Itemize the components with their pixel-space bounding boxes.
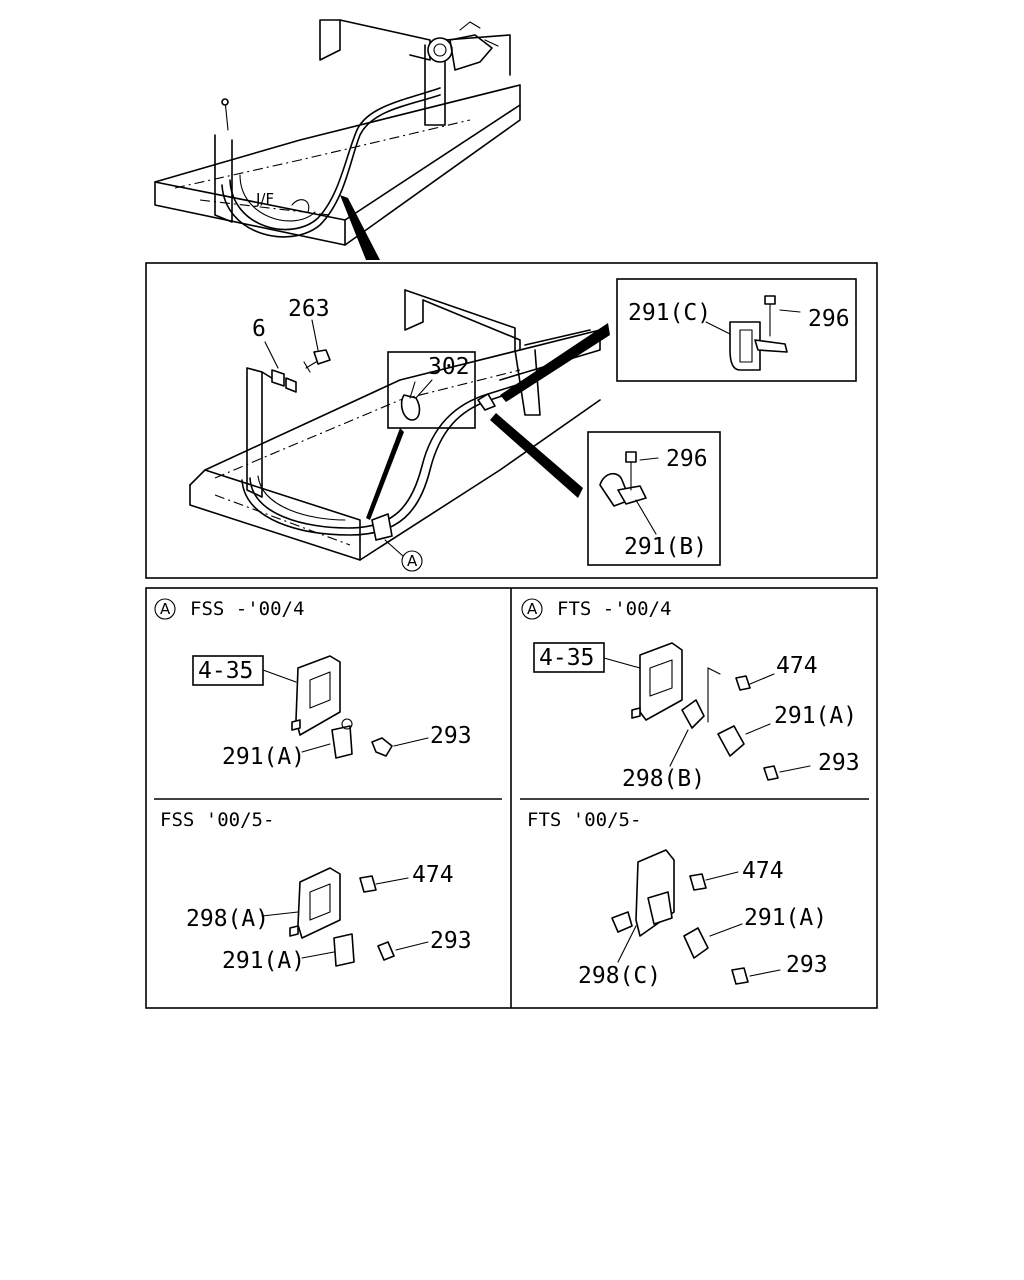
callout-a-letter: A: [407, 552, 418, 570]
label-263: 263: [288, 296, 330, 322]
marker-a-letter: A: [527, 600, 538, 618]
inset-291b: [587, 431, 721, 566]
overview-chassis-sketch: J/F: [154, 19, 521, 260]
label-291a: 291(A): [222, 948, 305, 974]
label-291a: 291(A): [774, 703, 857, 729]
clip-302: [400, 379, 433, 421]
label-291a: 291(A): [744, 905, 827, 931]
marker-a-letter: A: [160, 600, 171, 618]
label-291a: 291(A): [222, 744, 305, 770]
label-291b: 291(B): [624, 534, 707, 560]
ref-box-label: 4-35: [539, 645, 594, 671]
label-298c: 298(C): [578, 963, 661, 989]
label-293: 293: [818, 750, 860, 776]
label-293: 293: [430, 723, 472, 749]
clamp-291c: [705, 295, 801, 371]
label-296-top: 296: [808, 306, 850, 332]
ref-box-label: 4-35: [198, 658, 253, 684]
label-293: 293: [430, 928, 472, 954]
detail-panel: [145, 262, 878, 579]
label-298a: 298(A): [186, 906, 269, 932]
inset-302: [387, 351, 476, 429]
label-6: 6: [252, 316, 266, 342]
label-296-mid: 296: [666, 446, 708, 472]
panel-header-fss-late: FSS '00/5-: [160, 809, 274, 831]
fts-early-bracket: [603, 642, 811, 781]
detail-chassis-sketch: [189, 289, 610, 561]
svg-text:J/F: J/F: [255, 190, 274, 208]
circle-a-marker: [521, 598, 543, 620]
fss-early-bracket: [262, 655, 429, 759]
panel-header-fts-early: FTS -'00/4: [557, 598, 671, 620]
circle-a-callout: [401, 550, 423, 572]
fts-late-bracket: [611, 849, 781, 985]
panel-header-fss-early: FSS -'00/4: [190, 598, 304, 620]
circle-a-marker: [154, 598, 176, 620]
label-474: 474: [776, 653, 818, 679]
fss-late-bracket: [261, 867, 429, 967]
label-291c: 291(C): [628, 300, 711, 326]
panel-header-fts-late: FTS '00/5-: [527, 809, 641, 831]
label-293: 293: [786, 952, 828, 978]
clamp-291b: [599, 451, 659, 535]
label-298b: 298(B): [622, 766, 705, 792]
label-474: 474: [742, 858, 784, 884]
inset-291c: [616, 278, 857, 382]
label-302: 302: [428, 354, 470, 380]
label-474: 474: [412, 862, 454, 888]
